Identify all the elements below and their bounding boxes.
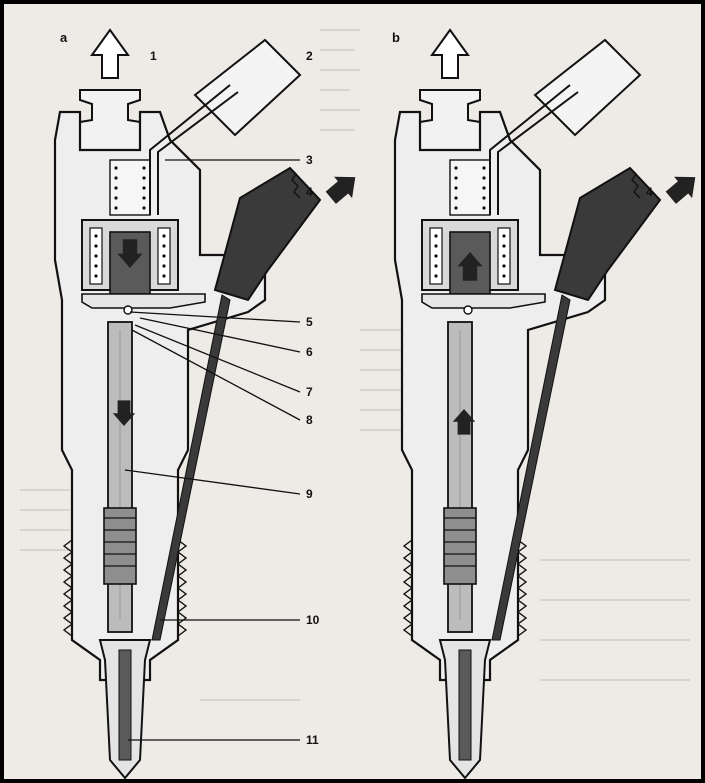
panel-letter-b: b [392,30,400,45]
callout-1: 1 [150,49,157,63]
callout-7: 7 [306,385,313,399]
callout-11: 11 [306,733,319,747]
callout-5: 5 [306,315,313,329]
leader-lines [124,159,301,741]
callout-4: 4 [306,185,313,199]
callout-3: 3 [306,153,313,167]
callout-6: 6 [306,345,313,359]
callout-8: 8 [306,413,313,427]
panel-letter-a: a [60,30,68,45]
callout-b-4: 4 [646,185,653,199]
callout-10: 10 [306,613,320,627]
callout-2: 2 [306,49,313,63]
callout-9: 9 [306,487,313,501]
